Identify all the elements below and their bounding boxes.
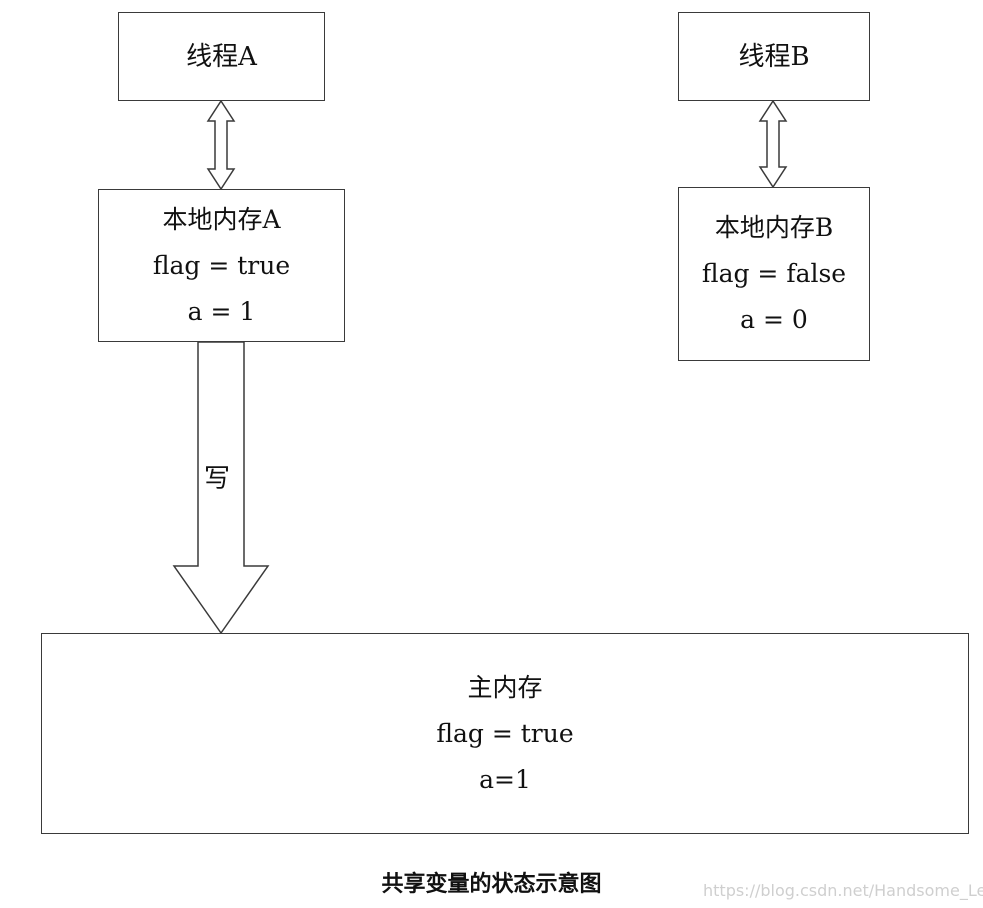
local-memory-b-flag: flag = false [701, 259, 847, 288]
watermark-url: https://blog.csdn.net/Handsome_Le_le [703, 881, 983, 900]
local-memory-b-a: a = 0 [740, 305, 808, 334]
local-memory-a-title: 本地内存A [162, 204, 281, 234]
thread-b-box: 线程B [678, 12, 870, 101]
local-memory-a-flag: flag = true [152, 250, 291, 280]
main-memory-box: 主内存 flag = true a=1 [41, 633, 969, 834]
local-memory-b-box: 本地内存B flag = false a = 0 [678, 187, 870, 361]
write-arrow [172, 341, 270, 635]
figure-caption: 共享变量的状态示意图 [381, 872, 602, 897]
local-memory-a-box: 本地内存A flag = true a = 1 [98, 189, 345, 342]
write-label: 写 [204, 464, 231, 494]
main-memory-a: a=1 [479, 764, 531, 794]
main-memory-title: 主内存 [467, 672, 543, 702]
local-memory-b-title: 本地内存B [714, 213, 834, 242]
local-memory-a-a: a = 1 [187, 296, 256, 326]
thread-a-box: 线程A [118, 12, 325, 101]
thread-b-title: 线程B [738, 41, 810, 72]
double-arrow-b [758, 99, 788, 189]
main-memory-flag: flag = true [436, 718, 574, 748]
thread-a-title: 线程A [186, 41, 257, 72]
double-arrow-a [206, 99, 236, 191]
